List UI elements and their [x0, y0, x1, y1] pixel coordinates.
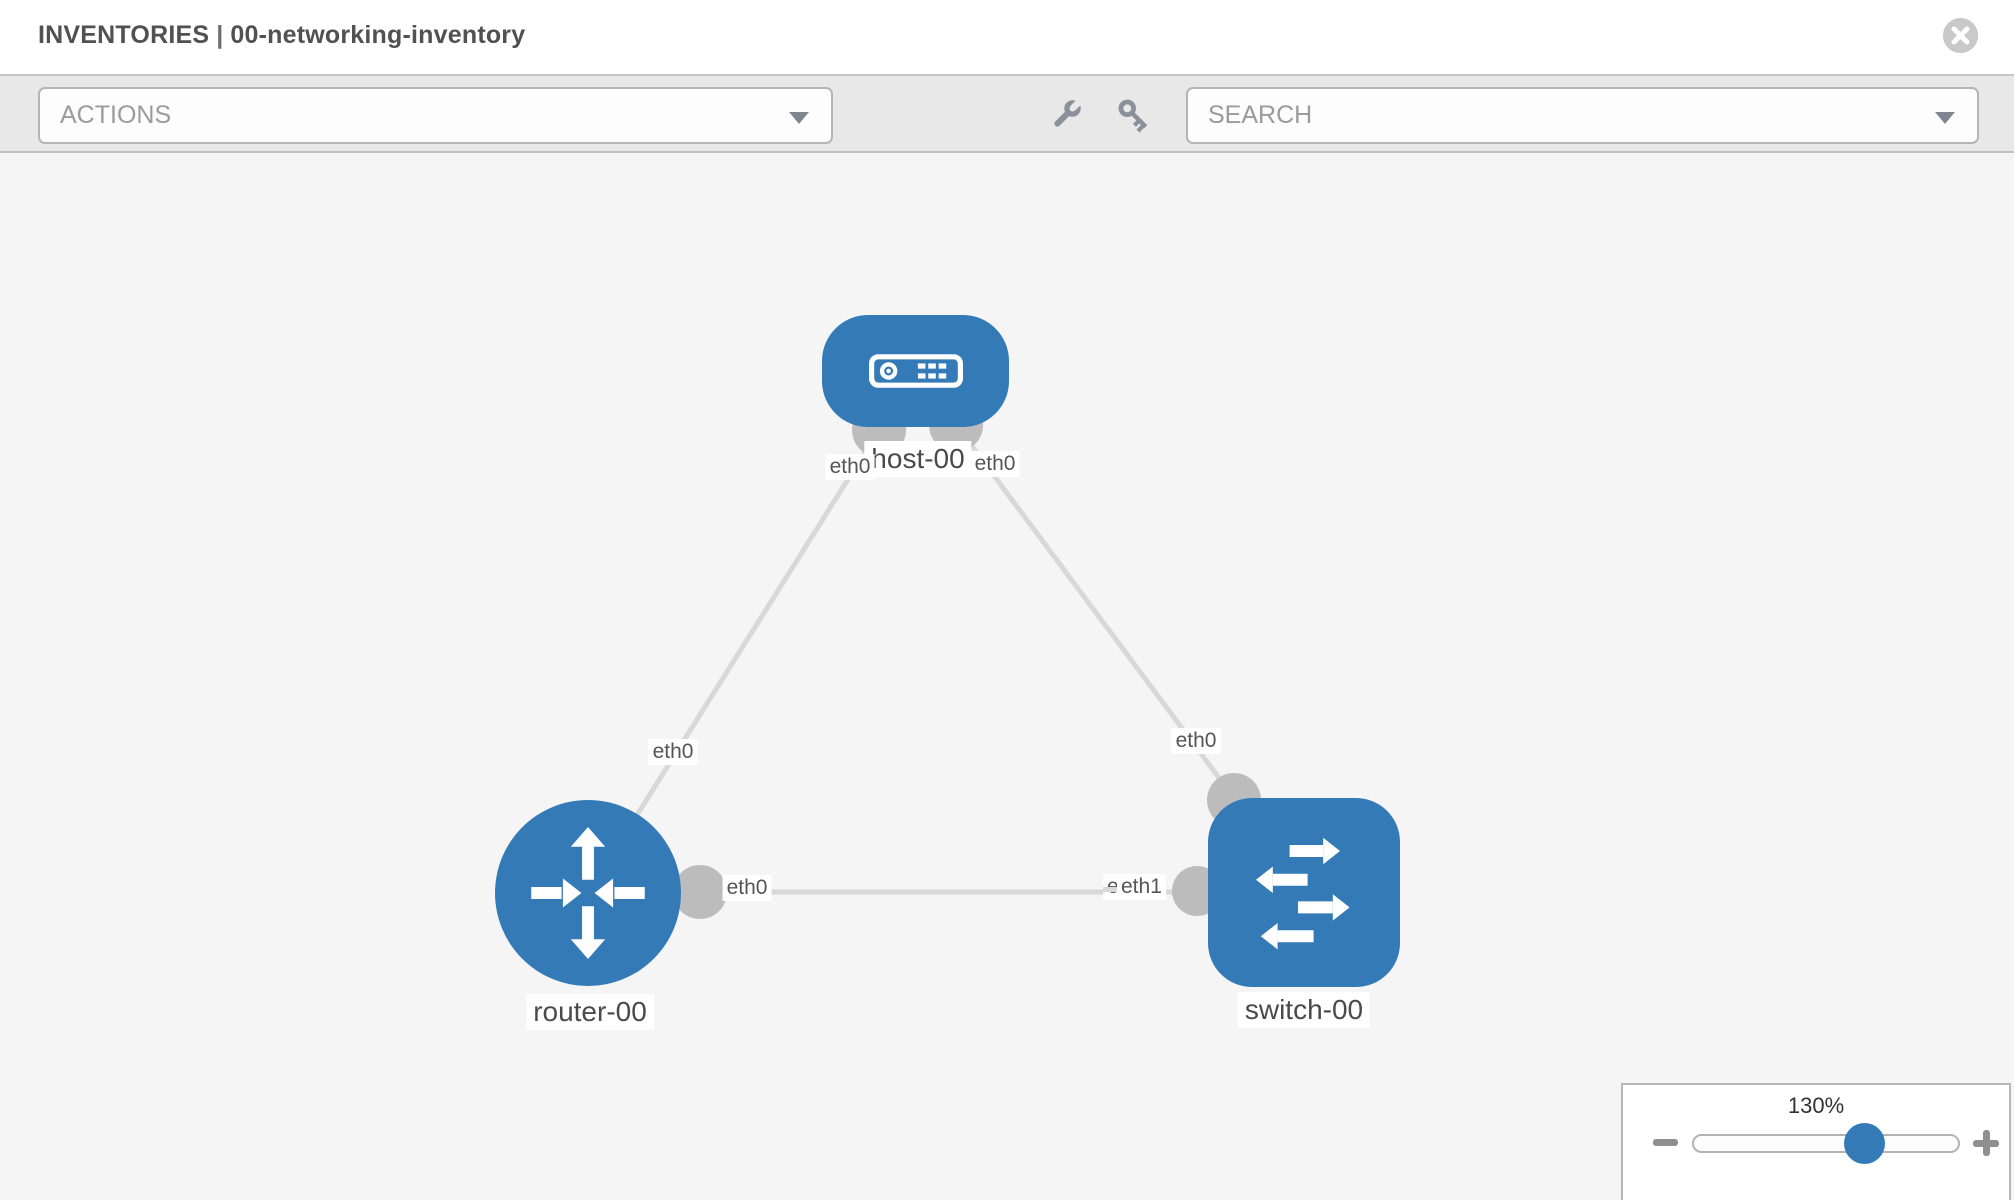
node-host-00[interactable]	[822, 315, 1009, 427]
topology-canvas[interactable]: host-00 router-00 switch-00 eth0 eth0 et…	[0, 153, 2014, 1200]
inventory-name: 00-networking-inventory	[230, 21, 526, 49]
breadcrumb-root: INVENTORIES	[38, 21, 210, 49]
toolbar: ACTIONS	[0, 74, 2014, 153]
iface-label-router-eth0-up: eth0	[648, 739, 698, 765]
zoom-in-button[interactable]	[1973, 1130, 1999, 1156]
switch-icon	[1256, 837, 1350, 949]
actions-dropdown-label: ACTIONS	[60, 101, 172, 129]
key-icon	[1118, 99, 1148, 133]
search-dropdown-label: SEARCH	[1208, 101, 1313, 129]
iface-label-host-eth0-right: eth0	[970, 451, 1020, 477]
wrench-icon	[1054, 98, 1083, 127]
page-title: INVENTORIES|00-networking-inventory	[38, 21, 525, 50]
iface-label-switch-eth0-up: eth0	[1171, 728, 1221, 754]
router-icon	[531, 827, 645, 959]
actions-dropdown[interactable]: ACTIONS	[38, 87, 833, 144]
endpoint-router-right	[673, 865, 727, 919]
node-label-router: router-00	[526, 994, 654, 1030]
iface-label-router-eth0-h: eth0	[722, 875, 772, 901]
zoom-control-panel: 130%	[1621, 1083, 2011, 1200]
node-switch-00[interactable]	[1208, 798, 1400, 987]
close-button[interactable]	[1943, 18, 1978, 53]
node-router-00[interactable]	[495, 800, 681, 986]
topology-links-layer	[585, 369, 1307, 919]
search-dropdown[interactable]: SEARCH	[1186, 87, 1979, 144]
chevron-down-icon	[789, 112, 809, 124]
host-icon	[868, 354, 963, 388]
zoom-out-button[interactable]	[1653, 1139, 1678, 1146]
iface-label-switch-eth1: eth1	[1117, 874, 1166, 900]
iface-label-host-eth0-left: eth0	[825, 454, 875, 480]
credentials-button[interactable]	[1109, 90, 1159, 140]
node-label-host: host-00	[864, 441, 972, 477]
breadcrumb-separator: |	[216, 21, 224, 49]
zoom-slider-thumb[interactable]	[1844, 1123, 1885, 1164]
zoom-slider-track[interactable]	[1692, 1134, 1960, 1153]
zoom-level-value: 130%	[1787, 1093, 1845, 1118]
chevron-down-icon	[1935, 112, 1955, 124]
close-icon	[1943, 18, 1978, 53]
panel-header: INVENTORIES|00-networking-inventory	[0, 0, 2014, 74]
link-line-fragment	[1103, 887, 1123, 892]
configure-button[interactable]	[1041, 90, 1091, 140]
node-label-switch: switch-00	[1237, 992, 1371, 1028]
